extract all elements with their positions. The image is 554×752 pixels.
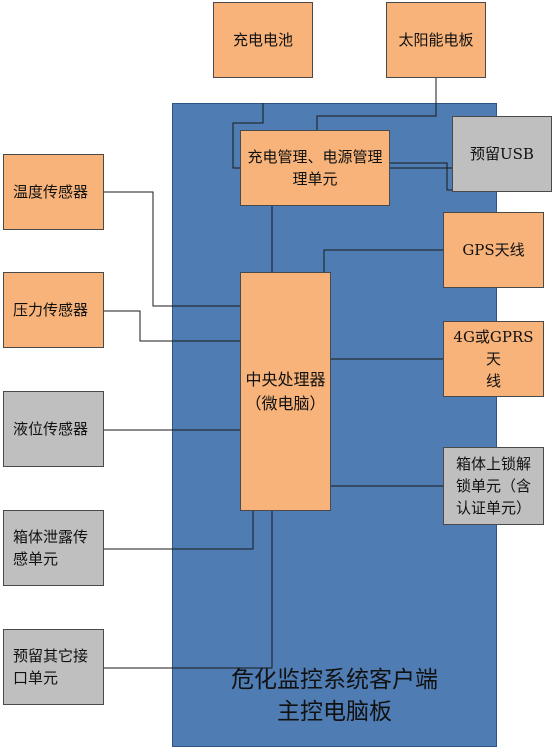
- wire-temp-cpu: [104, 191, 240, 307]
- leak-sensor-label: 箱体泄露传 感单元: [13, 528, 89, 568]
- wire-solar-power: [316, 77, 437, 130]
- wire-reserved-cpu: [104, 511, 273, 669]
- solar-panel-block: 太阳能电板: [386, 2, 486, 78]
- board-title: 危化监控系统客户端 主控电脑板: [231, 667, 438, 725]
- cellular-antenna-label: 4G或GPRS天 线: [453, 328, 534, 390]
- power-management-label: 充电管理、电源管理 理单元: [247, 148, 383, 188]
- solar-panel-label: 太阳能电板: [398, 31, 474, 49]
- temperature-sensor-label: 温度传感器: [13, 183, 89, 201]
- wire-battery-power: [232, 103, 264, 169]
- main-control-board: [172, 103, 497, 747]
- temperature-sensor-block: 温度传感器: [3, 154, 104, 230]
- reserved-usb-block: 预留USB: [452, 116, 552, 192]
- cellular-antenna-block: 4G或GPRS天 线: [443, 321, 544, 397]
- lock-unit-block: 箱体上锁解 锁单元（含 认证单元）: [443, 447, 544, 525]
- cpu-label: 中央处理器 （微电脑）: [245, 369, 326, 413]
- gps-antenna-block: GPS天线: [443, 212, 544, 288]
- leak-sensor-block: 箱体泄露传 感单元: [3, 510, 104, 586]
- wire-leak-cpu: [104, 511, 254, 550]
- pressure-sensor-block: 压力传感器: [3, 272, 104, 348]
- gps-antenna-label: GPS天线: [462, 241, 525, 259]
- wire-pressure-cpu: [104, 310, 240, 342]
- pressure-sensor-label: 压力传感器: [13, 301, 89, 319]
- wire-power-usb: [390, 162, 452, 191]
- cpu-block: 中央处理器 （微电脑）: [240, 272, 331, 511]
- reserved-interface-block: 预留其它接 口单元: [3, 629, 104, 705]
- battery-label: 充电电池: [232, 31, 293, 49]
- power-management-block: 充电管理、电源管理 理单元: [240, 130, 390, 206]
- reserved-interface-label: 预留其它接 口单元: [13, 647, 89, 687]
- battery-block: 充电电池: [213, 2, 313, 78]
- level-sensor-label: 液位传感器: [13, 420, 89, 438]
- wire-gps-cpu: [323, 249, 443, 272]
- level-sensor-block: 液位传感器: [3, 391, 104, 467]
- lock-unit-label: 箱体上锁解 锁单元（含 认证单元）: [455, 455, 531, 517]
- reserved-usb-label: 预留USB: [470, 145, 534, 163]
